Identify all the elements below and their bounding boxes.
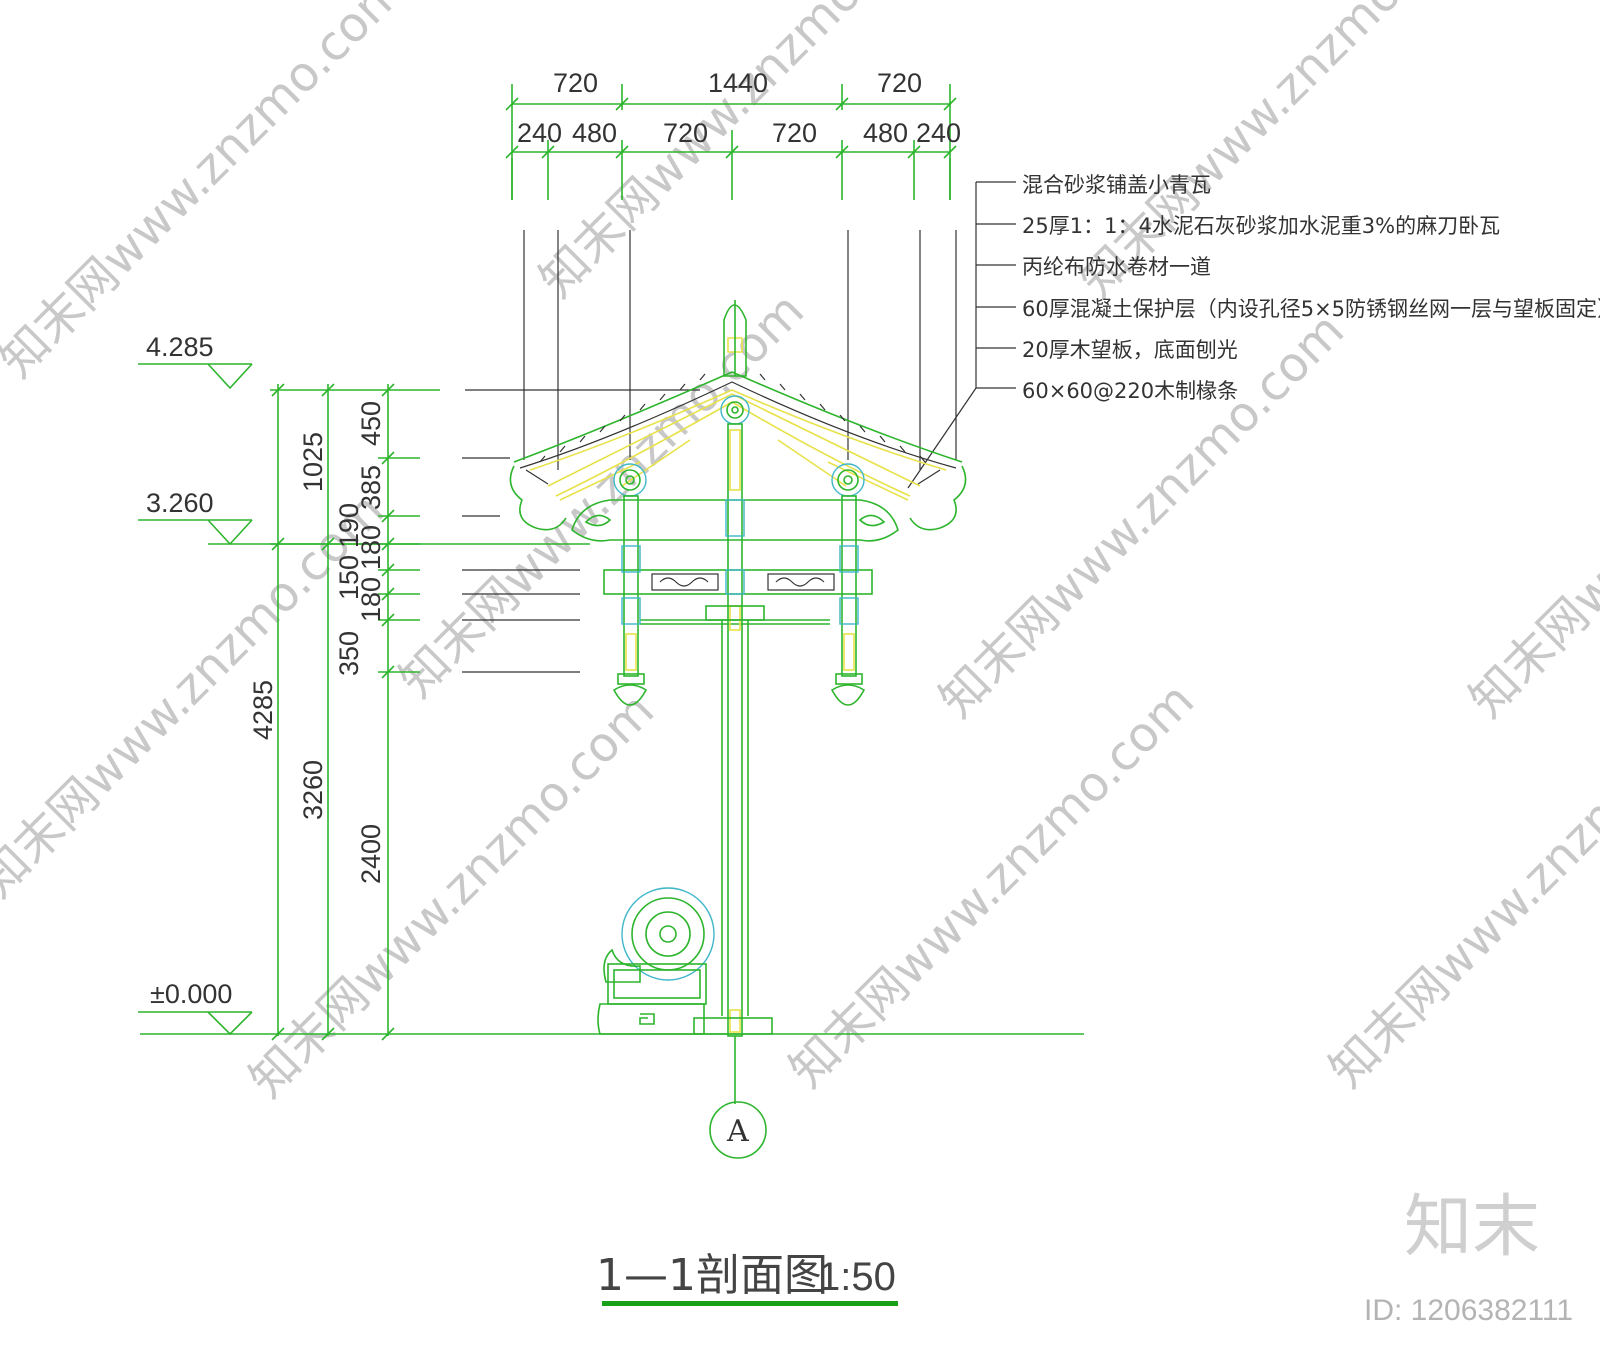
dim-left-4285: 4285 <box>248 680 278 740</box>
dim-720-b: 720 <box>772 118 817 148</box>
left-dimensions: 4.285 3.260 ±0.000 <box>138 332 1084 1041</box>
note-concrete: 60厚混凝土保护层（内设孔径5×5防锈钢丝网一层与望板固定） <box>1022 297 1600 321</box>
title-underline <box>602 1301 898 1306</box>
watermark: 知末网www.znzmo.com <box>389 282 815 708</box>
axis-bubble: A <box>709 1101 767 1159</box>
note-mortar: 25厚1：1：4水泥石灰砂浆加水泥重3%的麻刀卧瓦 <box>1022 214 1500 238</box>
watermark: 知末网www.znzmo.com <box>0 0 415 388</box>
watermark-layer: 知末网www.znzmo.com 知末网www.znzmo.com 知末网www… <box>0 0 1600 1108</box>
drawing-title: 1—1剖面图 1:50 <box>596 1250 898 1306</box>
right-hanging-column <box>830 463 866 706</box>
dim-left-190: 190 <box>334 503 364 548</box>
level-4285-marker: 4.285 <box>138 332 253 390</box>
brand-logo: 知末 <box>1404 1188 1540 1267</box>
dim-240-left: 240 <box>517 118 562 148</box>
dim-left-180a: 180 <box>356 525 386 570</box>
pavilion-section <box>509 300 967 1104</box>
dim-left-385: 385 <box>356 465 386 510</box>
level-4285-label: 4.285 <box>146 332 214 362</box>
dim-left-350: 350 <box>334 631 364 676</box>
level-0000-label: ±0.000 <box>150 979 232 1009</box>
watermark: 知末网www.znzmo.com <box>529 0 955 308</box>
top-dimensions: 720 1440 720 240 480 720 720 480 240 <box>505 68 961 470</box>
roof <box>509 371 967 531</box>
title-scale: 1:50 <box>818 1255 896 1299</box>
brand-watermark: 知末 ID: 1206382111 <box>1364 1188 1573 1327</box>
dim-240-right: 240 <box>916 118 961 148</box>
dim-left-150: 150 <box>334 555 364 600</box>
dim-top-720-right: 720 <box>877 68 922 98</box>
axis-label: A <box>726 1114 749 1149</box>
note-rafter: 60×60@220木制椽条 <box>1022 379 1238 403</box>
dim-480-right: 480 <box>863 118 908 148</box>
dim-left-180b: 180 <box>356 577 386 622</box>
dim-left-1025: 1025 <box>298 432 328 492</box>
dim-480-left: 480 <box>572 118 617 148</box>
dim-left-450: 450 <box>356 401 386 446</box>
central-column <box>705 395 765 1037</box>
material-notes: 混合砂浆铺盖小青瓦 25厚1：1：4水泥石灰砂浆加水泥重3%的麻刀卧瓦 丙纶布防… <box>907 173 1600 489</box>
roof-finial <box>723 300 747 377</box>
dim-left-2400: 2400 <box>356 824 386 884</box>
watermark: 知末网www.znzmo.com <box>239 682 665 1108</box>
note-tile: 混合砂浆铺盖小青瓦 <box>1022 173 1211 197</box>
base-stone <box>597 887 773 1035</box>
dim-top-1440: 1440 <box>708 68 768 98</box>
dim-top-720-left: 720 <box>553 68 598 98</box>
watermark: 知末网www.znzmo.com <box>1459 302 1600 728</box>
dim-720-a: 720 <box>663 118 708 148</box>
title-text: 1—1剖面图 <box>596 1250 828 1301</box>
level-0000-marker: ±0.000 <box>138 979 253 1036</box>
note-waterproof: 丙纶布防水卷材一道 <box>1022 255 1211 279</box>
watermark: 知末网www.znzmo.com <box>929 302 1355 728</box>
note-board: 20厚木望板，底面刨光 <box>1022 338 1238 362</box>
left-hanging-column <box>612 463 648 706</box>
watermark: 知末网www.znzmo.com <box>1319 672 1600 1098</box>
level-3260-label: 3.260 <box>146 488 214 518</box>
brand-id: ID: 1206382111 <box>1364 1294 1573 1327</box>
dim-left-3260: 3260 <box>298 760 328 820</box>
